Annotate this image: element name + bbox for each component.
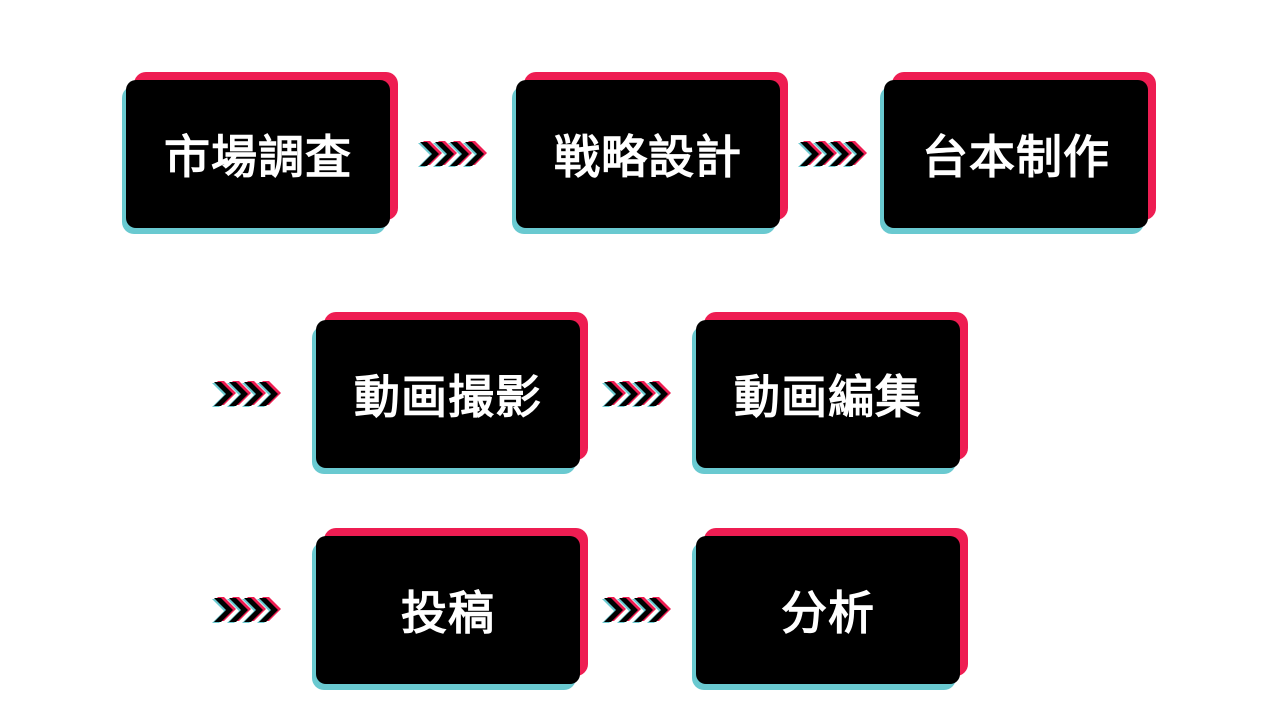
triple-chevron-right-icon <box>418 141 487 167</box>
step-market-research: 市場調査 <box>122 72 398 234</box>
step-label: 市場調査 <box>164 130 352 184</box>
step-label: 分析 <box>781 586 875 640</box>
step-box: 動画撮影 <box>316 320 580 468</box>
chevron-arrow-icon <box>212 376 288 412</box>
chevron-arrow-icon <box>602 592 678 628</box>
triple-chevron-right-icon <box>602 597 671 623</box>
step-box: 動画編集 <box>696 320 960 468</box>
triple-chevron-right-icon <box>798 141 867 167</box>
triple-chevron-right-icon <box>602 381 671 407</box>
step-video-editing: 動画編集 <box>692 312 968 474</box>
step-label: 台本制作 <box>922 130 1110 184</box>
step-box: 分析 <box>696 536 960 684</box>
triple-chevron-right-icon <box>212 597 281 623</box>
step-label: 戦略設計 <box>554 130 742 184</box>
step-script-writing: 台本制作 <box>880 72 1156 234</box>
step-label: 動画撮影 <box>354 370 542 424</box>
step-posting: 投稿 <box>312 528 588 690</box>
step-box: 戦略設計 <box>516 80 780 228</box>
step-label: 動画編集 <box>734 370 922 424</box>
triple-chevron-right-icon <box>212 381 281 407</box>
step-box: 台本制作 <box>884 80 1148 228</box>
chevron-arrow-icon <box>602 376 678 412</box>
step-video-shooting: 動画撮影 <box>312 312 588 474</box>
step-box: 市場調査 <box>126 80 390 228</box>
step-strategy-design: 戦略設計 <box>512 72 788 234</box>
chevron-arrow-icon <box>798 136 874 172</box>
step-box: 投稿 <box>316 536 580 684</box>
step-label: 投稿 <box>401 586 495 640</box>
chevron-arrow-icon <box>418 136 494 172</box>
step-analysis: 分析 <box>692 528 968 690</box>
chevron-arrow-icon <box>212 592 288 628</box>
